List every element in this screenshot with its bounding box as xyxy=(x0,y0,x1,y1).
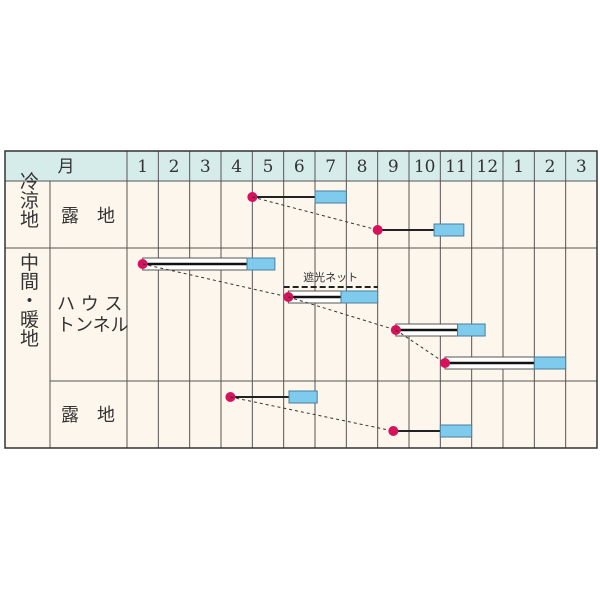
sequence-dashed-link xyxy=(288,296,396,331)
month-tick-label: 3 xyxy=(200,157,211,177)
month-tick-label: 11 xyxy=(445,157,467,177)
harvest-bar xyxy=(314,190,347,204)
month-tick-label: 1 xyxy=(137,157,148,177)
region-label-cool: 冷涼地 xyxy=(17,171,39,228)
month-tick-label: 7 xyxy=(325,157,336,177)
harvest-bar xyxy=(288,390,318,404)
group-label-cool-outdoor: 露 地 xyxy=(61,206,115,227)
group-label-mid-outdoor: 露 地 xyxy=(61,405,115,426)
group-label-house-line2: トンネル xyxy=(57,315,129,336)
header-month-label: 月 xyxy=(58,157,75,177)
sequence-dashed-link xyxy=(252,196,378,231)
harvest-bar xyxy=(340,290,379,304)
month-tick-label: 1 xyxy=(513,157,524,177)
month-tick-label: 6 xyxy=(294,157,305,177)
sowing-dot xyxy=(388,426,399,436)
shade-net-label: 遮光ネット xyxy=(303,270,358,284)
month-tick-label: 10 xyxy=(414,157,436,177)
sowing-dot xyxy=(247,192,258,202)
month-tick-label: 12 xyxy=(477,157,499,177)
month-tick-label: 5 xyxy=(263,157,274,177)
sowing-dot xyxy=(440,358,451,368)
harvest-bar xyxy=(246,257,276,271)
month-tick-label: 8 xyxy=(357,157,368,177)
harvest-bar xyxy=(457,323,486,337)
month-tick-label: 3 xyxy=(576,157,587,177)
month-tick-label: 2 xyxy=(545,157,556,177)
schedule-marks: 遮光ネット xyxy=(137,190,567,438)
harvest-bar xyxy=(433,223,465,237)
sowing-dot xyxy=(372,225,383,235)
harvest-bar xyxy=(439,424,473,438)
month-tick-label: 2 xyxy=(169,157,180,177)
table-border xyxy=(4,150,598,449)
row-labels: 月 冷涼地 露 地 中間・暖地 ハ ウ ス トンネル 露 地 xyxy=(17,157,129,426)
harvest-bar xyxy=(533,356,567,370)
header-band xyxy=(5,151,597,181)
sequence-dashed-link xyxy=(230,396,394,432)
sequence-dashed-link xyxy=(142,263,289,298)
region-label-mid-warm: 中間・暖地 xyxy=(17,252,39,347)
sequence-dashed-link xyxy=(395,329,446,364)
group-label-house-line1: ハ ウ ス xyxy=(57,294,122,315)
month-tick-label: 4 xyxy=(231,157,242,177)
month-tick-label: 9 xyxy=(388,157,399,177)
